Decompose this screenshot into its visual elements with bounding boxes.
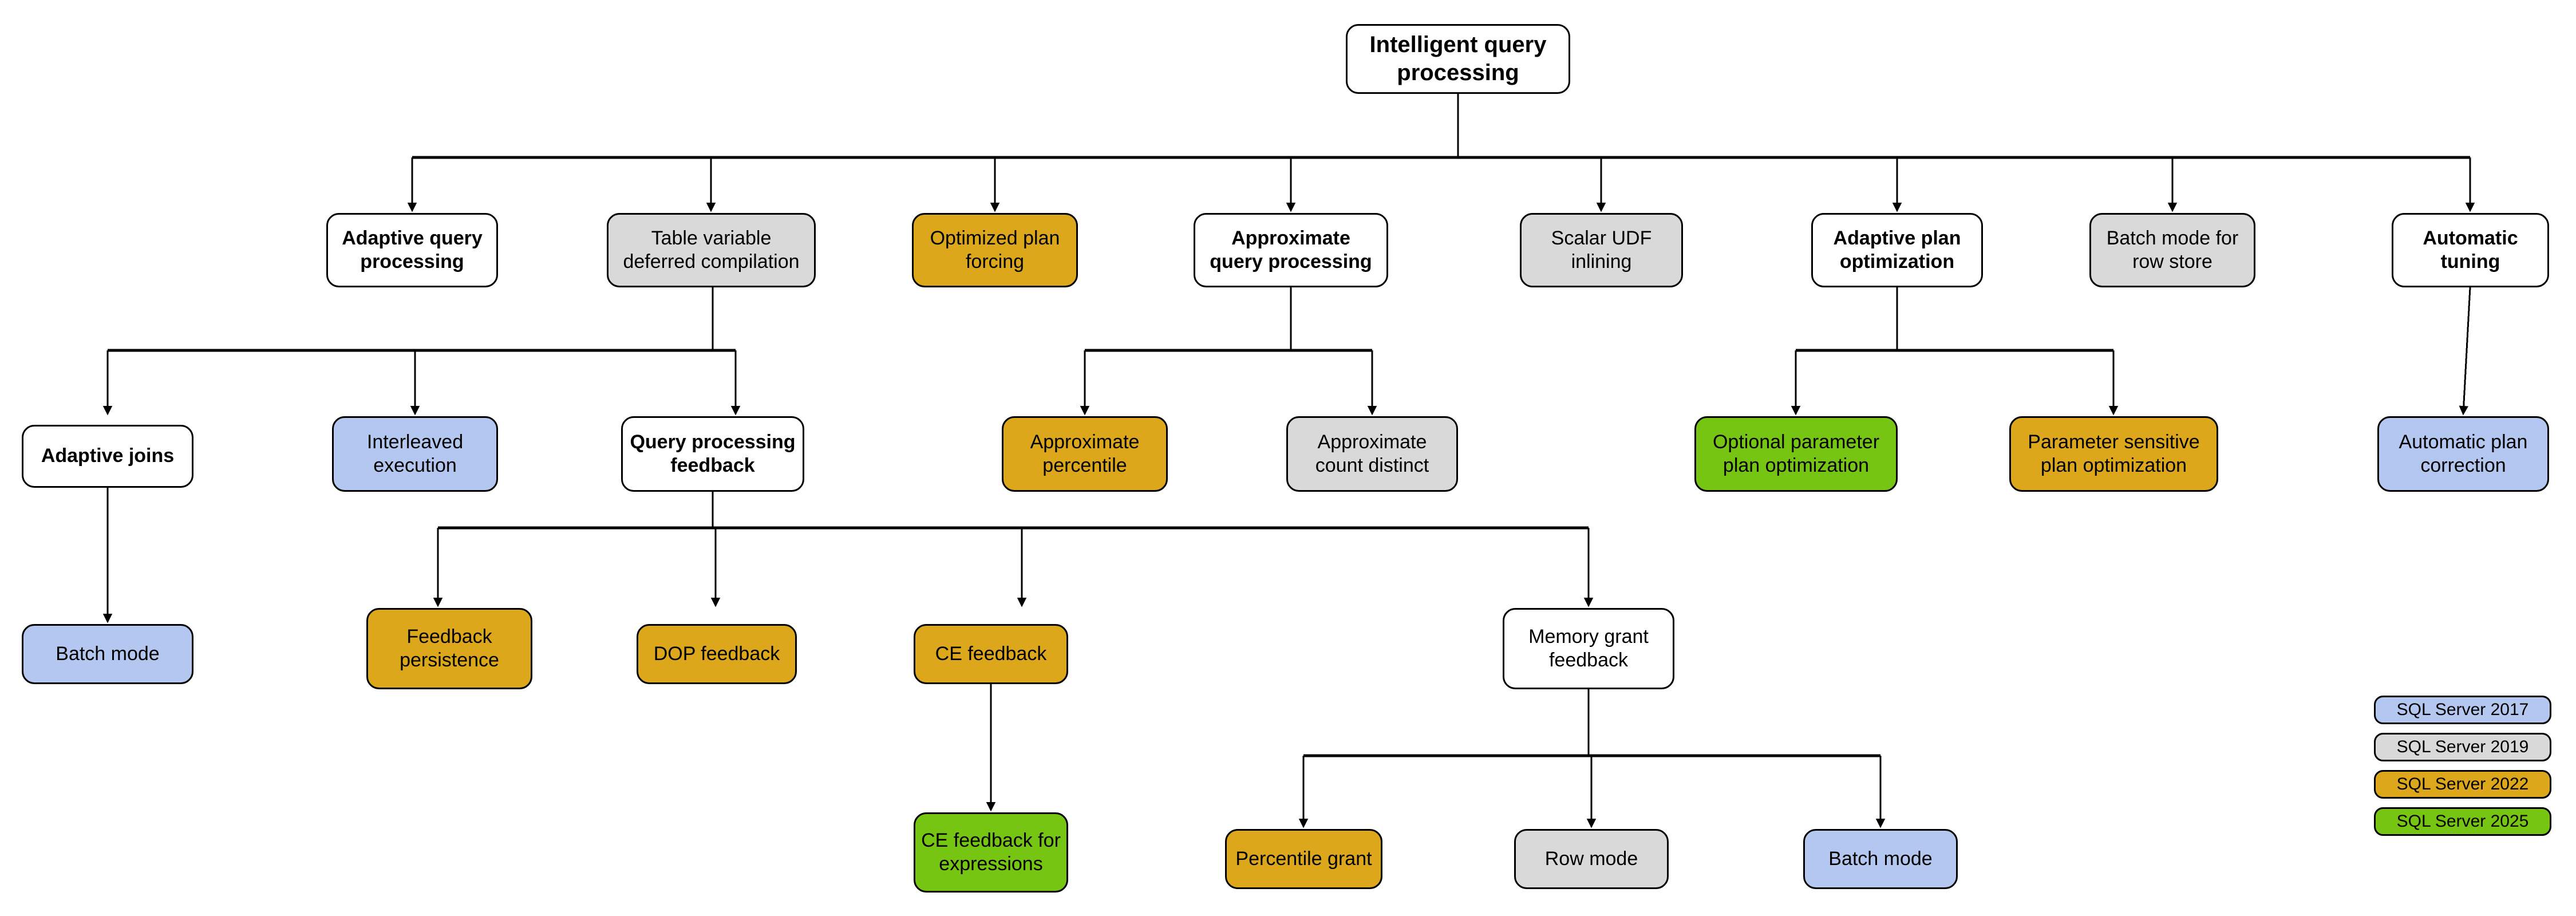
node-dop_feedback[interactable]: DOP feedback (637, 624, 797, 684)
node-approx_cd[interactable]: Approximate count distinct (1286, 416, 1458, 492)
node-oppo[interactable]: Optional parameter plan optimization (1694, 416, 1898, 492)
node-tvdc[interactable]: Table variable deferred compilation (607, 213, 816, 287)
legend-item-1[interactable]: SQL Server 2019 (2374, 733, 2551, 761)
node-adaptive_qp[interactable]: Adaptive query processing (326, 213, 498, 287)
node-approx_pct[interactable]: Approximate percentile (1002, 416, 1168, 492)
node-pspo[interactable]: Parameter sensitive plan optimization (2009, 416, 2218, 492)
node-adaptive_joins[interactable]: Adaptive joins (22, 425, 193, 488)
node-batch_mode_mgf[interactable]: Batch mode (1803, 829, 1958, 889)
node-auto_tuning[interactable]: Automatic tuning (2392, 213, 2549, 287)
node-qpf[interactable]: Query processing feedback (621, 416, 804, 492)
node-scalar_udf[interactable]: Scalar UDF inlining (1520, 213, 1683, 287)
node-apo[interactable]: Adaptive plan optimization (1811, 213, 1983, 287)
node-mgf[interactable]: Memory grant feedback (1503, 608, 1674, 689)
node-opf[interactable]: Optimized plan forcing (912, 213, 1078, 287)
node-row_mode[interactable]: Row mode (1514, 829, 1669, 889)
node-ce_feedback[interactable]: CE feedback (914, 624, 1068, 684)
node-root[interactable]: Intelligent query processing (1346, 24, 1570, 94)
node-pct_grant[interactable]: Percentile grant (1225, 829, 1382, 889)
legend-item-3[interactable]: SQL Server 2025 (2374, 807, 2551, 836)
node-feedback_persist[interactable]: Feedback persistence (366, 608, 532, 689)
node-apc[interactable]: Automatic plan correction (2377, 416, 2549, 492)
connector-auto-tuning-children (2459, 287, 2471, 416)
legend-item-2[interactable]: SQL Server 2022 (2374, 770, 2551, 799)
node-batch_mode_aj[interactable]: Batch mode (22, 624, 193, 684)
legend-item-0[interactable]: SQL Server 2017 (2374, 696, 2551, 724)
node-approx_qp[interactable]: Approximate query processing (1194, 213, 1388, 287)
node-ce_fb_expr[interactable]: CE feedback for expressions (914, 812, 1068, 893)
node-bm_row_store[interactable]: Batch mode for row store (2089, 213, 2255, 287)
node-interleaved[interactable]: Interleaved execution (332, 416, 498, 492)
